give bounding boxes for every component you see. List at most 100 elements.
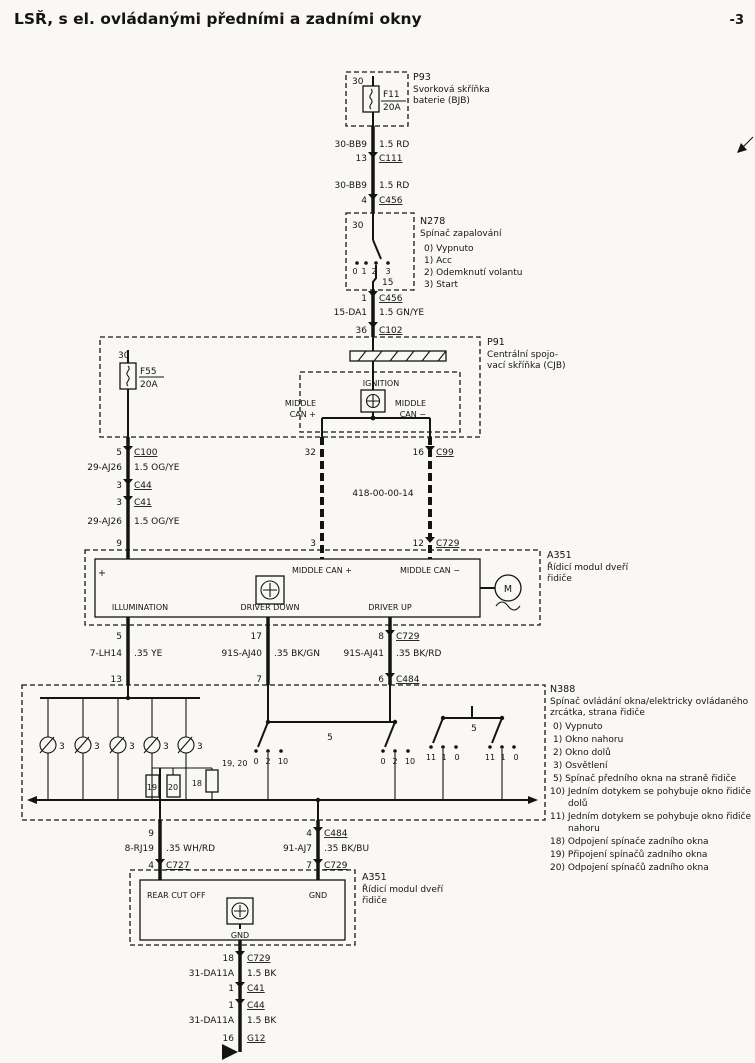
- legend-item: 0) Vypnuto: [424, 244, 474, 254]
- component-id: P91: [487, 337, 505, 348]
- can-label: CAN +: [290, 410, 316, 419]
- wire-code: 15-DA1: [334, 308, 367, 318]
- connector-icon: [425, 537, 435, 543]
- connector-name: C729: [324, 861, 348, 871]
- wire-spec: 1.5 RD: [379, 181, 409, 191]
- wire-spec: .35 BK/RD: [396, 649, 442, 659]
- a351-bottom-box: [129, 869, 356, 946]
- motor-icon: [494, 574, 522, 611]
- switch-position: 2: [265, 757, 270, 766]
- wire-spec: 1.5 RD: [379, 140, 409, 150]
- fuse-icon: [369, 88, 373, 110]
- component-desc: Svorková skříňka: [413, 84, 490, 95]
- pin-number: 3: [310, 539, 316, 549]
- module-pin-label: DRIVER UP: [368, 603, 412, 612]
- legend-item: 11) Jedním dotykem se pohybuje okno řidi…: [550, 811, 751, 822]
- wire-code: 31-DA11A: [189, 1016, 235, 1026]
- lamp-icon: [109, 698, 127, 800]
- switch-position: 2: [371, 267, 376, 276]
- pin-number: 16: [223, 1034, 235, 1044]
- window-module-icon: [226, 897, 254, 925]
- module-pin-label: GND: [231, 931, 249, 940]
- pin-number: 13: [356, 154, 367, 164]
- connector-name: C456: [379, 294, 403, 304]
- connector-name: C111: [379, 154, 402, 164]
- pin-number: 12: [413, 539, 424, 549]
- switch-position: 19: [147, 783, 157, 792]
- terminal-label: 30: [118, 351, 130, 361]
- connector-icon: [235, 982, 245, 988]
- connector-icon: [313, 859, 323, 865]
- switch-position: 0: [380, 757, 385, 766]
- legend-item: nahoru: [568, 824, 600, 834]
- fuse-label: F55: [140, 367, 157, 377]
- fuse-icon: [126, 365, 130, 387]
- lamp-label: 3: [197, 742, 203, 752]
- switch-position: 18: [192, 779, 202, 788]
- legend-item: 5) Spínač předního okna na straně řidiče: [553, 773, 737, 784]
- wire-code: 29-AJ26: [87, 517, 122, 527]
- legend-item: 3) Osvětlení: [553, 761, 608, 771]
- component-desc: Spínač ovládání okna/elektricky ovládané…: [550, 696, 749, 707]
- pin-number: 8: [378, 632, 384, 642]
- pin-number: 3: [116, 481, 122, 491]
- connector-icon: [313, 827, 323, 833]
- component-desc: vací skříňka (CJB): [487, 360, 566, 371]
- twisted-pair-label: 418-00-00-14: [352, 489, 414, 499]
- wire-spec: .35 WH/RD: [166, 844, 215, 854]
- plus-label: +: [98, 568, 106, 579]
- pin-number: 3: [116, 498, 122, 508]
- switch-icon: [429, 715, 458, 800]
- connector-name: C99: [436, 448, 454, 458]
- switch-position: 0: [253, 757, 258, 766]
- connector-icon: [368, 291, 378, 297]
- component-desc: Řídicí modul dveří: [362, 884, 444, 895]
- lamp-label: 3: [59, 742, 65, 752]
- component-desc: zrcátka, strana řidiče: [550, 707, 645, 718]
- p91-box: [99, 336, 481, 438]
- bus-arrow-icon: [528, 796, 538, 804]
- component-desc: Centrální spojo-: [487, 350, 558, 360]
- wire-code: 30-BB9: [335, 140, 368, 150]
- switch-position: 20: [168, 783, 178, 792]
- wire-spec: .35 BK/BU: [324, 844, 369, 854]
- connector-icon: [368, 194, 378, 200]
- wire-spec: 1.5 OG/YE: [134, 517, 180, 527]
- switch-position: 10: [405, 757, 415, 766]
- legend-item: 0) Vypnuto: [553, 722, 603, 732]
- bus-arrow-icon: [27, 796, 37, 804]
- continuation-arrow-icon: [737, 136, 754, 153]
- component-desc: baterie (BJB): [413, 96, 470, 106]
- connector-name: C456: [379, 196, 403, 206]
- switch-icon: [381, 719, 410, 800]
- pin-number: 7: [306, 861, 312, 871]
- wire-spec: 1.5 GN/YE: [379, 308, 424, 318]
- pin-number: 6: [378, 675, 384, 685]
- pin-number: 1: [228, 1001, 234, 1011]
- lamp-icon: [177, 698, 195, 800]
- lamp-icon: [143, 698, 161, 800]
- rear-switch-blocks: [145, 767, 219, 820]
- terminal-label: 30: [352, 77, 364, 87]
- connector-name: C729: [396, 632, 420, 642]
- legend-item: 20) Odpojení spínačů zadního okna: [550, 862, 709, 873]
- component-id: A351: [362, 872, 387, 883]
- lamp-icon: [39, 698, 57, 800]
- pin-number: 9: [148, 829, 154, 839]
- module-pin-label: GND: [309, 891, 327, 900]
- window-module-icon: [255, 575, 285, 605]
- wire-code: 29-AJ26: [87, 463, 122, 473]
- legend-item: 1) Acc: [424, 256, 452, 266]
- motor-label: M: [504, 584, 512, 595]
- legend-item: 2) Odemknutí volantu: [424, 268, 523, 278]
- connector-icon: [123, 479, 133, 485]
- pin-number: 17: [251, 632, 262, 642]
- legend-item: dolů: [568, 798, 587, 809]
- ignition-icon: [360, 389, 386, 413]
- connector-name: C100: [134, 448, 158, 458]
- bracket-label: 5: [471, 724, 477, 734]
- legend-item: 1) Okno nahoru: [553, 735, 623, 745]
- connector-name: C44: [247, 1001, 265, 1011]
